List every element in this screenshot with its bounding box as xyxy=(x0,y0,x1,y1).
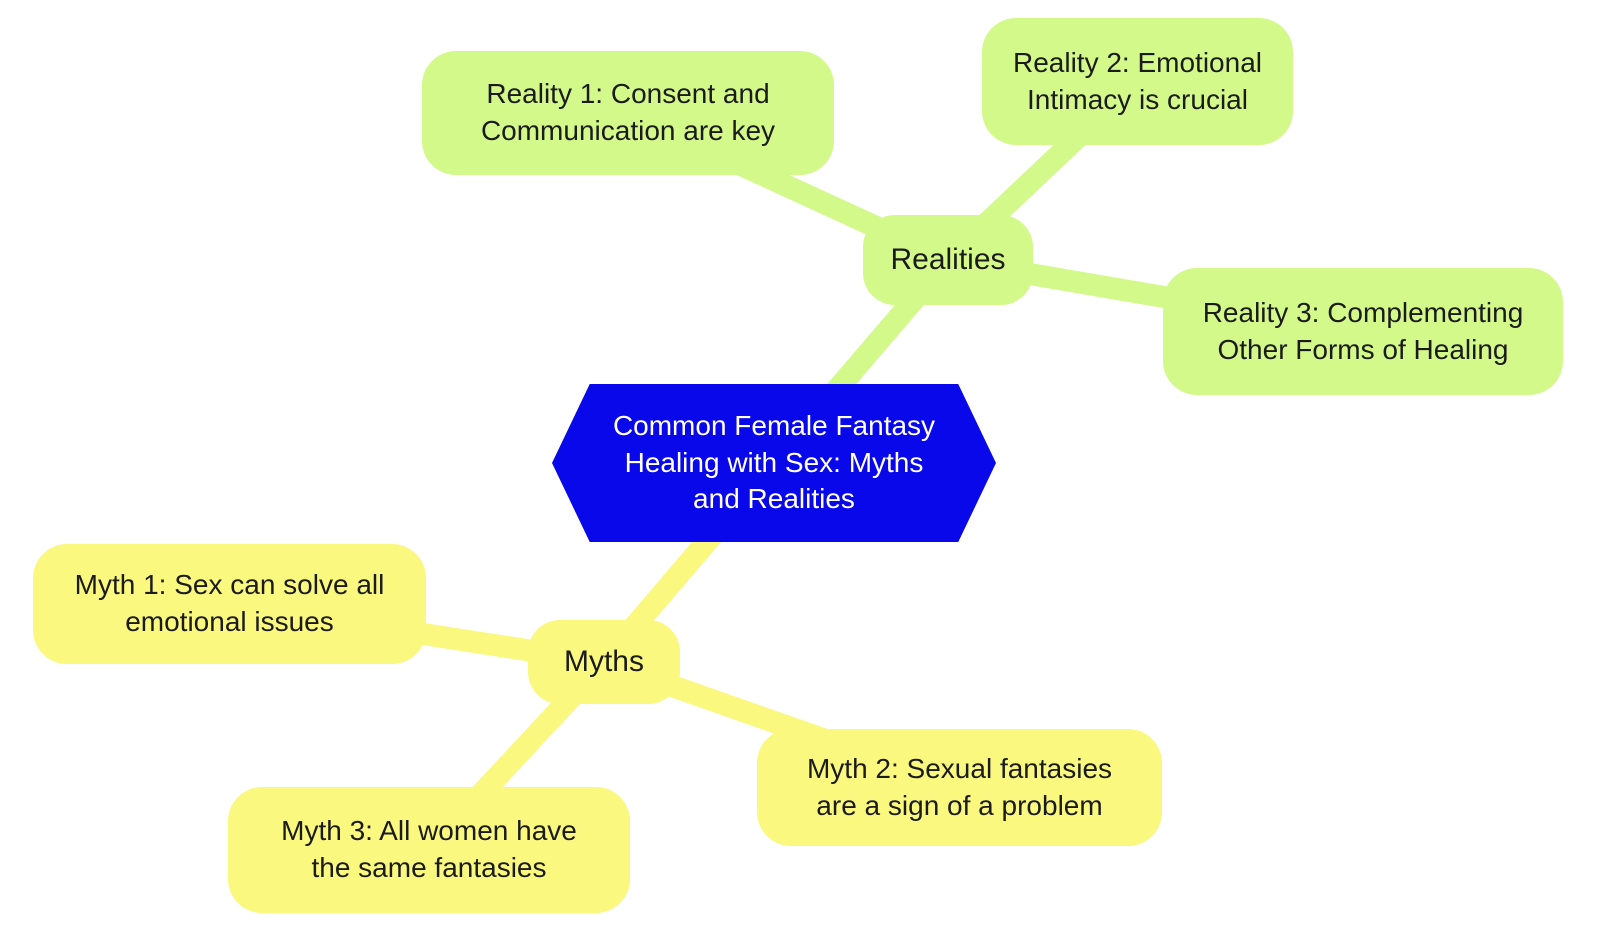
node-myth-2: Myth 2: Sexual fantasies are a sign of a… xyxy=(757,729,1162,846)
node-label: Myth 1: Sex can solve all emotional issu… xyxy=(74,569,385,637)
node-label: Myth 2: Sexual fantasies are a sign of a… xyxy=(806,752,1113,821)
node-label: Myths xyxy=(563,645,644,678)
node-label: Realities xyxy=(890,243,1006,276)
node-label: Reality 2: Emotional Intimacy is crucial xyxy=(1012,46,1262,115)
node-myth-3: Myth 3: All women have the same fantasie… xyxy=(228,787,630,913)
node-reality-2: Reality 2: Emotional Intimacy is crucial xyxy=(982,18,1293,145)
node-reality-1: Reality 1: Consent and Communication are… xyxy=(422,51,834,175)
node-label: Reality 1: Consent and Communication are… xyxy=(480,78,776,146)
node-label: Myth 3: All women have the same fantasie… xyxy=(281,815,577,883)
node-myth-1: Myth 1: Sex can solve all emotional issu… xyxy=(33,544,426,664)
node-reality-3: Reality 3: Complementing Other Forms of … xyxy=(1163,268,1563,395)
node-root-hexagon: Common Female Fantasy Healing with Sex: … xyxy=(552,384,996,542)
node-branch-myths: Myths xyxy=(528,620,680,704)
node-label: Common Female Fantasy Healing with Sex: … xyxy=(612,409,936,515)
node-label: Reality 3: Complementing Other Forms of … xyxy=(1202,296,1524,365)
node-branch-realities: Realities xyxy=(863,215,1033,305)
